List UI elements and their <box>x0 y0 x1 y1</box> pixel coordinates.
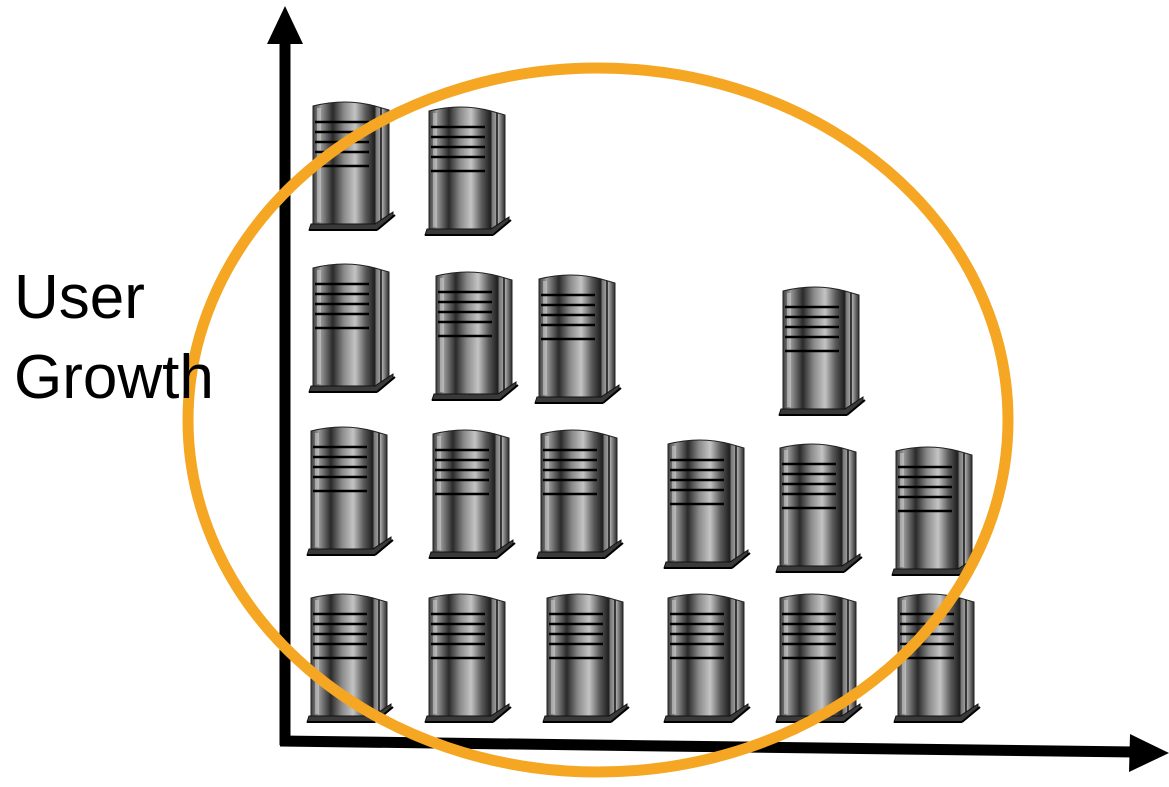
server-tower-icon <box>307 262 397 394</box>
y-axis <box>267 6 303 745</box>
server-tower-icon <box>423 592 513 724</box>
server-tower-icon <box>423 105 513 237</box>
y-axis-label: User Growth <box>14 258 214 418</box>
server-tower-icon <box>541 592 631 724</box>
server-tower-icon <box>427 428 517 560</box>
server-tower-icon <box>305 425 395 557</box>
server-tower-icon <box>430 270 520 402</box>
server-tower-icon <box>535 428 625 560</box>
server-tower-icon <box>533 273 623 405</box>
server-tower-icon <box>662 592 752 724</box>
server-grid <box>305 100 982 724</box>
y-axis-label-line1: User <box>14 263 145 332</box>
server-tower-icon <box>662 438 752 570</box>
arrow-right-icon <box>1129 734 1169 772</box>
server-tower-icon <box>890 445 980 577</box>
server-tower-icon <box>777 285 867 417</box>
server-tower-icon <box>774 442 864 574</box>
arrow-up-icon <box>267 6 303 44</box>
y-axis-label-line2: Growth <box>14 343 214 412</box>
highlight-circle <box>182 62 1014 778</box>
